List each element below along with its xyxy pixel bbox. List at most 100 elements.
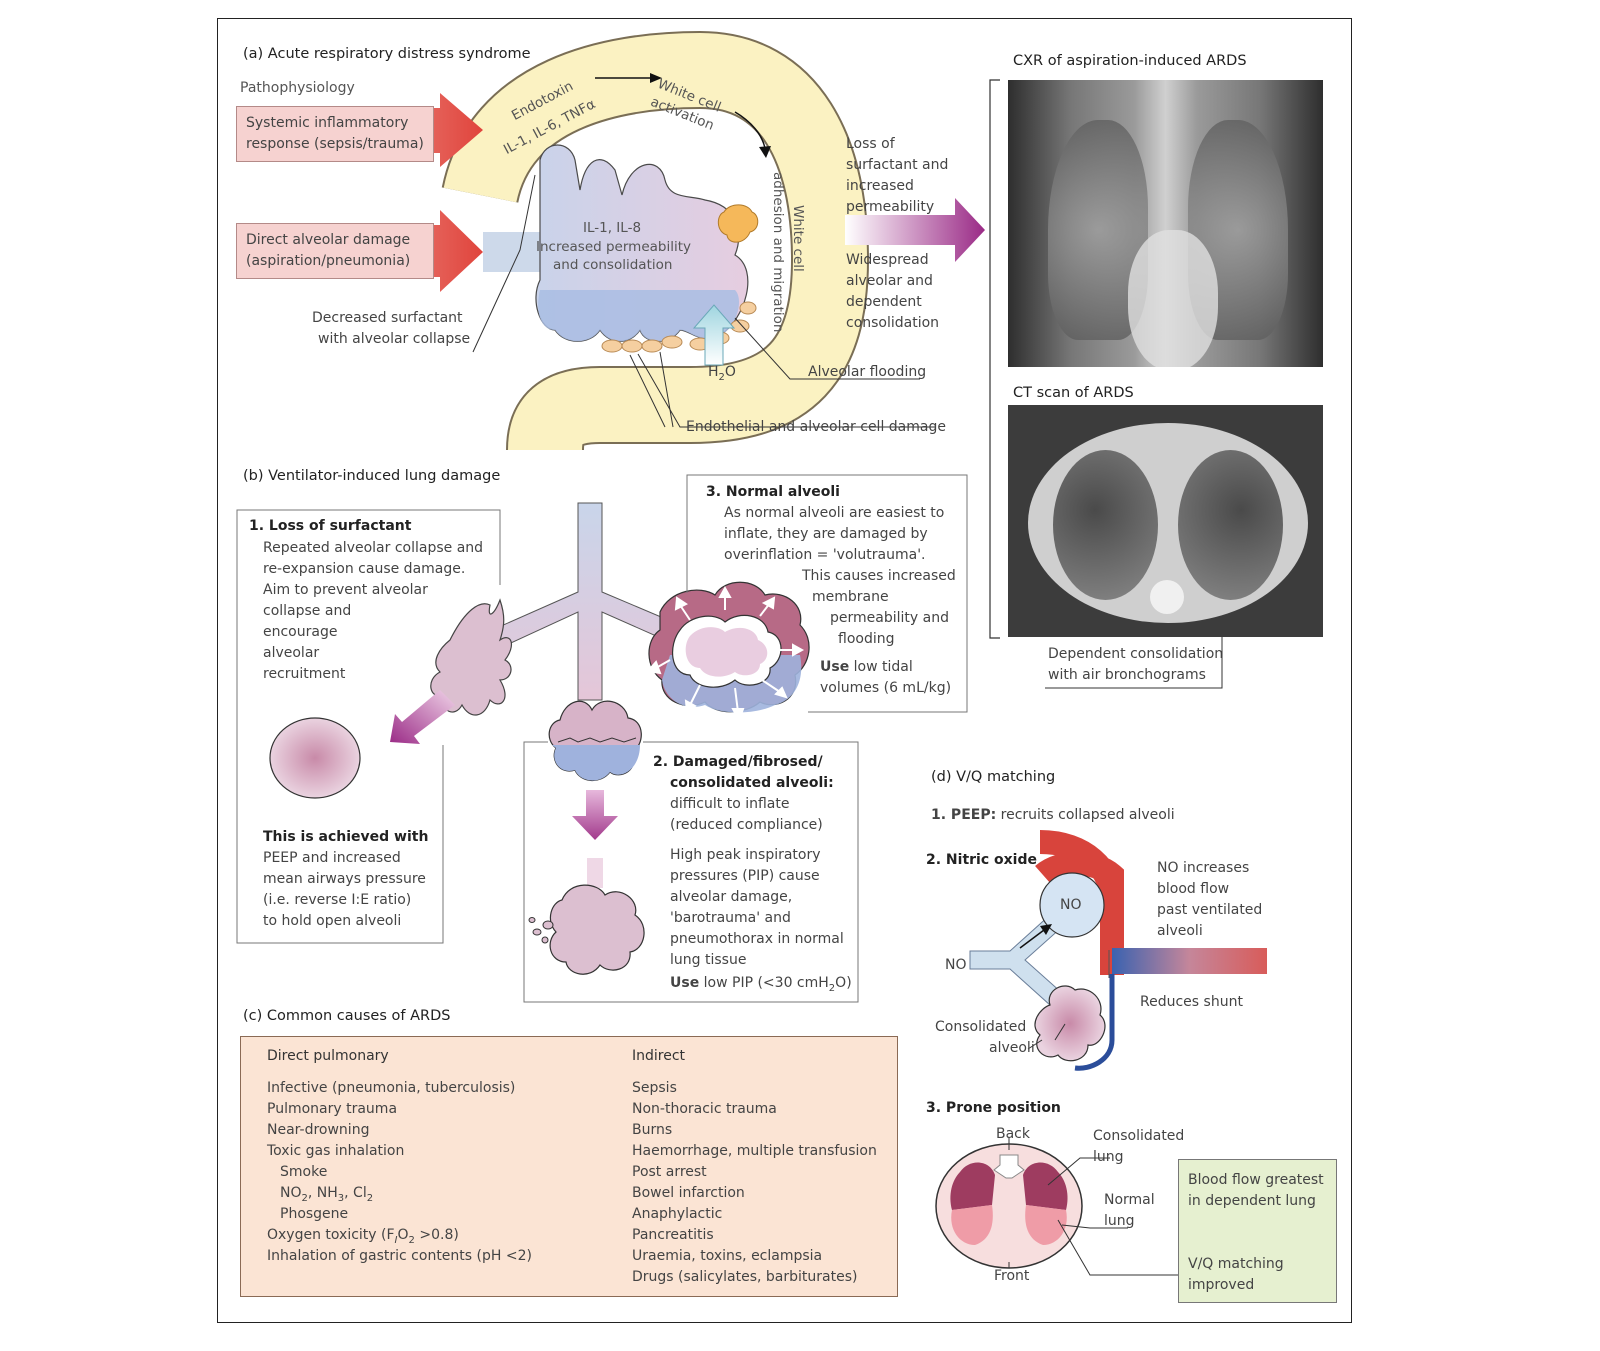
s3-use-line1: Use low tidal <box>820 659 913 675</box>
permeability-line1: Increased permeability <box>536 239 692 255</box>
green-line3: V/Q matching <box>1188 1256 1284 1272</box>
direct-box <box>236 223 434 279</box>
s1-title: 1. Loss of surfactant <box>249 518 412 534</box>
indirect-item: Bowel infarction <box>632 1185 745 1201</box>
panel-a-title: (a) Acute respiratory distress syndrome <box>243 46 531 62</box>
col-direct-header: Direct pulmonary <box>267 1048 389 1064</box>
direct-item: Phosgene <box>280 1206 349 1222</box>
systemic-line2: response (sepsis/trauma) <box>246 136 424 152</box>
il-inner-label: IL-1, IL-8 <box>583 220 642 236</box>
s2-line4: pressures (PIP) cause <box>670 868 820 884</box>
s3-use-line2: volumes (6 mL/kg) <box>820 680 952 696</box>
consolidated-alveoli-2: alveoli <box>989 1040 1035 1056</box>
s1-a4: to hold open alveoli <box>263 913 402 929</box>
indirect-item: Burns <box>632 1122 673 1138</box>
permeability-line2: and consolidation <box>553 257 673 273</box>
cxr-image <box>1008 80 1323 367</box>
no-increases-4: alveoli <box>1157 923 1203 939</box>
s2-line5: alveolar damage, <box>670 889 793 905</box>
loss-line1: Loss of <box>846 136 895 152</box>
s2-line2: (reduced compliance) <box>670 817 823 833</box>
s2-line8: lung tissue <box>670 952 747 968</box>
s1-line6: alveolar <box>263 645 320 661</box>
s3-line2: inflate, they are damaged by <box>724 526 928 542</box>
s3-title: 3. Normal alveoli <box>706 484 840 500</box>
indirect-item: Uraemia, toxins, eclampsia <box>632 1248 823 1264</box>
no-increases-2: blood flow <box>1157 881 1230 897</box>
direct-item: Pulmonary trauma <box>267 1101 398 1117</box>
s2-title2: consolidated alveoli: <box>670 775 834 791</box>
s2-line6: 'barotrauma' and <box>670 910 791 926</box>
indirect-item: Post arrest <box>632 1164 707 1180</box>
s1-a2: mean airways pressure <box>263 871 426 887</box>
green-line4: improved <box>1188 1277 1255 1293</box>
s1-a1: PEEP and increased <box>263 850 401 866</box>
direct-item: Inhalation of gastric contents (pH <2) <box>267 1248 532 1264</box>
consolidated-lung-2: lung <box>1093 1149 1124 1165</box>
indirect-item: Sepsis <box>632 1080 677 1096</box>
s2-line7: pneumothorax in normal <box>670 931 844 947</box>
surfactant-line2: with alveolar collapse <box>318 331 471 347</box>
dependent-line1: Dependent consolidation <box>1048 646 1224 662</box>
indirect-item: Pancreatitis <box>632 1227 714 1243</box>
widespread-line3: dependent <box>846 294 922 310</box>
surfactant-line1: Decreased surfactant <box>312 310 463 326</box>
s3-line7: flooding <box>838 631 895 647</box>
consolidated-alveoli-1: Consolidated <box>935 1019 1027 1035</box>
s1-line2: re-expansion cause damage. <box>263 561 466 577</box>
panel-c-title: (c) Common causes of ARDS <box>243 1008 451 1024</box>
prone-title: 3. Prone position <box>926 1100 1061 1116</box>
green-line2: in dependent lung <box>1188 1193 1316 1209</box>
normal-lung-2: lung <box>1104 1213 1135 1229</box>
no-increases-1: NO increases <box>1157 860 1250 876</box>
loss-line2: surfactant and <box>846 157 949 173</box>
panel-b-title: (b) Ventilator-induced lung damage <box>243 468 501 484</box>
loss-line3: increased <box>846 178 914 194</box>
water-label: H2O <box>708 364 736 383</box>
no-left-label: NO <box>945 957 967 973</box>
systemic-line1: Systemic inflammatory <box>246 115 409 131</box>
panel-d-title: (d) V/Q matching <box>931 769 1056 785</box>
s1-line5: encourage <box>263 624 338 640</box>
s2-line3: High peak inspiratory <box>670 847 821 863</box>
systemic-box <box>236 106 434 162</box>
indirect-item: Drugs (salicylates, barbiturates) <box>632 1269 858 1285</box>
direct-item: Toxic gas inhalation <box>267 1143 405 1159</box>
pathophysiology-label: Pathophysiology <box>240 80 355 96</box>
direct-line2: (aspiration/pneumonia) <box>246 253 411 269</box>
s3-line4: This causes increased <box>802 568 956 584</box>
back-label: Back <box>996 1126 1030 1142</box>
s3-line3: overinflation = 'volutrauma'. <box>724 547 926 563</box>
direct-item: Infective (pneumonia, tuberculosis) <box>267 1080 516 1096</box>
normal-lung-1: Normal <box>1104 1192 1155 1208</box>
widespread-line2: alveolar and <box>846 273 933 289</box>
reduces-shunt-label: Reduces shunt <box>1140 994 1243 1010</box>
indirect-item: Non-thoracic trauma <box>632 1101 777 1117</box>
cxr-title: CXR of aspiration-induced ARDS <box>1013 53 1247 69</box>
s2-title1: 2. Damaged/fibrosed/ <box>653 754 823 770</box>
s2-line1: difficult to inflate <box>670 796 790 812</box>
s1-line3: Aim to prevent alveolar <box>263 582 428 598</box>
s1-a3: (i.e. reverse I:E ratio) <box>263 892 412 908</box>
alveolar-flooding-label: Alveolar flooding <box>808 364 927 380</box>
indirect-item: Haemorrhage, multiple transfusion <box>632 1143 877 1159</box>
consolidated-lung-1: Consolidated <box>1093 1128 1185 1144</box>
blood-flow-box <box>1178 1159 1337 1303</box>
wc-adhesion-2: adhesion and migration <box>770 172 786 333</box>
no-increases-3: past ventilated <box>1157 902 1263 918</box>
direct-item: Near-drowning <box>267 1122 370 1138</box>
dependent-line2: with air bronchograms <box>1048 667 1206 683</box>
s2-use: Use low PIP (<30 cmH2O) <box>670 975 852 994</box>
s3-line6: permeability and <box>830 610 949 626</box>
widespread-line1: Widespread <box>846 252 929 268</box>
front-label: Front <box>994 1268 1030 1284</box>
col-indirect-header: Indirect <box>632 1048 686 1064</box>
s1-achieved: This is achieved with <box>263 829 429 845</box>
s3-line1: As normal alveoli are easiest to <box>724 505 945 521</box>
green-line1: Blood flow greatest <box>1188 1172 1324 1188</box>
direct-item: NO2, NH3, Cl2 <box>280 1185 374 1204</box>
s1-line4: collapse and <box>263 603 352 619</box>
s1-line7: recruitment <box>263 666 346 682</box>
direct-item: Smoke <box>280 1164 328 1180</box>
